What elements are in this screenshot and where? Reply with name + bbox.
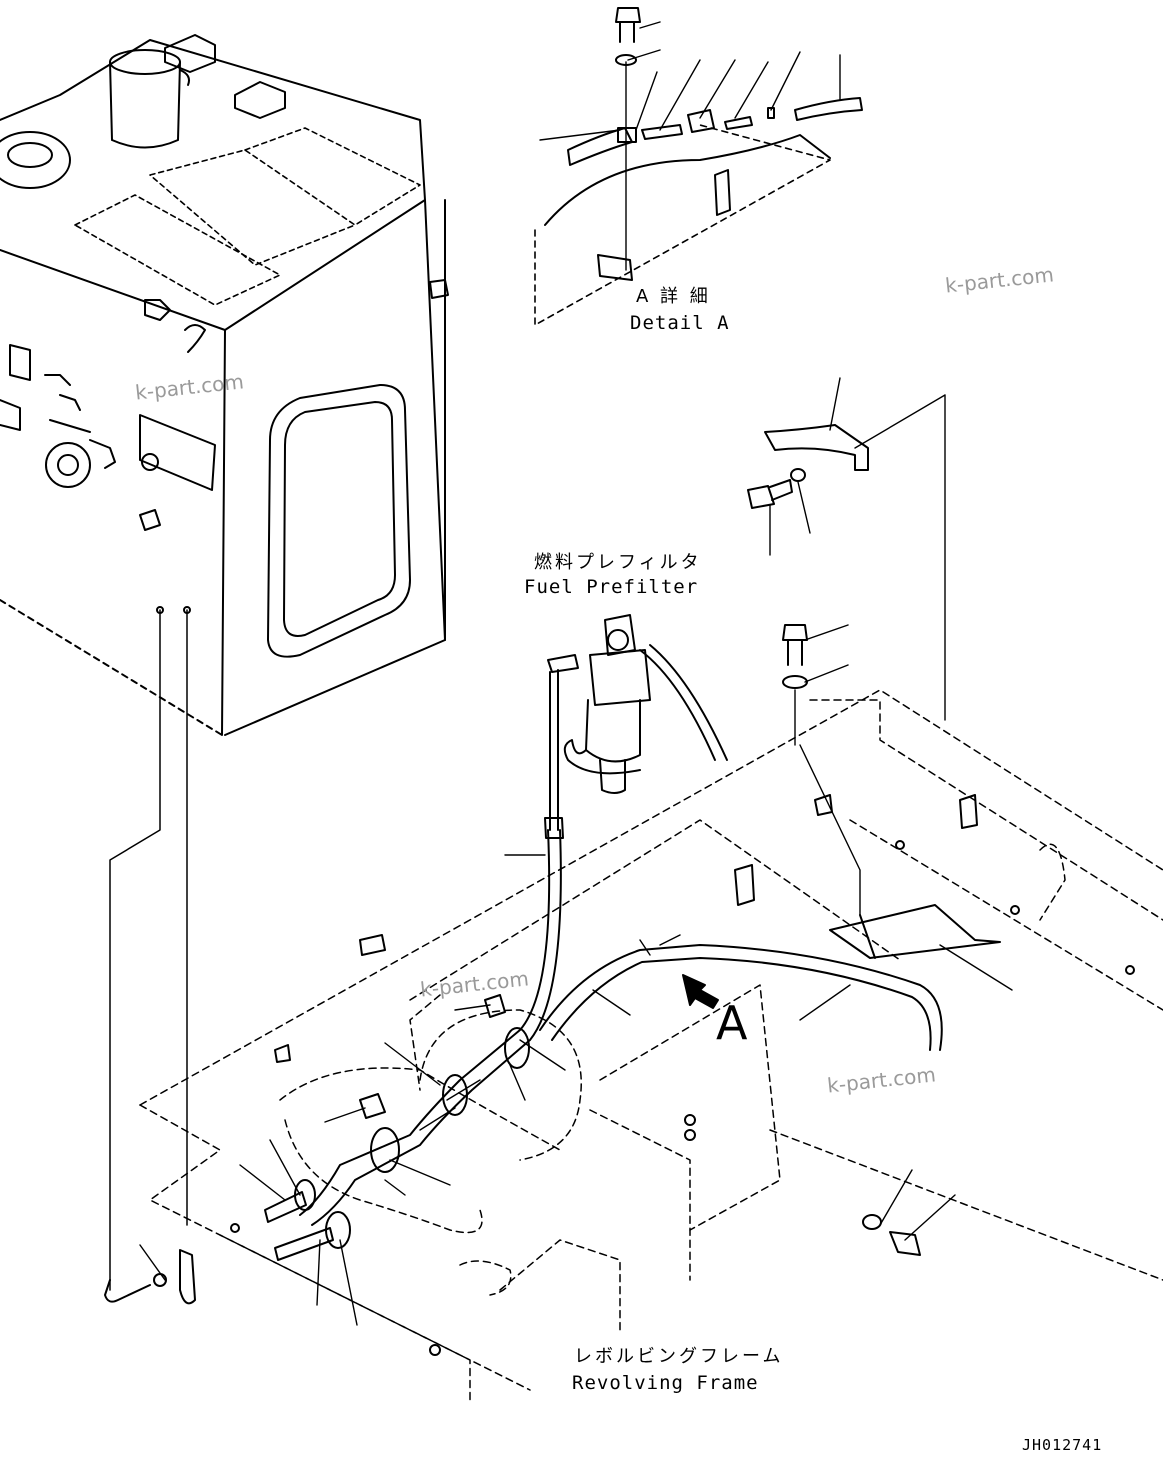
drawing-code: JH012741: [1022, 1436, 1103, 1454]
revolving-frame-label-ja: レボルビングフレーム: [574, 1346, 784, 1367]
bracket-group: [747, 377, 946, 746]
fuel-prefilter: [547, 614, 728, 831]
fuel-tank: [0, 34, 449, 1305]
detail-a-label-ja: A 詳 細: [636, 286, 711, 307]
fuel-prefilter-label-ja: 燃料プレフィルタ: [534, 552, 702, 573]
detail-a-label-en: Detail A: [630, 312, 730, 334]
view-a-marker: A: [716, 996, 748, 1050]
revolving-frame: [139, 689, 1163, 1401]
fuel-prefilter-label-en: Fuel Prefilter: [524, 576, 699, 598]
revolving-frame-label-en: Revolving Frame: [572, 1372, 759, 1394]
detail-a-view: [534, 7, 863, 326]
fuel-piping: [139, 817, 943, 1326]
